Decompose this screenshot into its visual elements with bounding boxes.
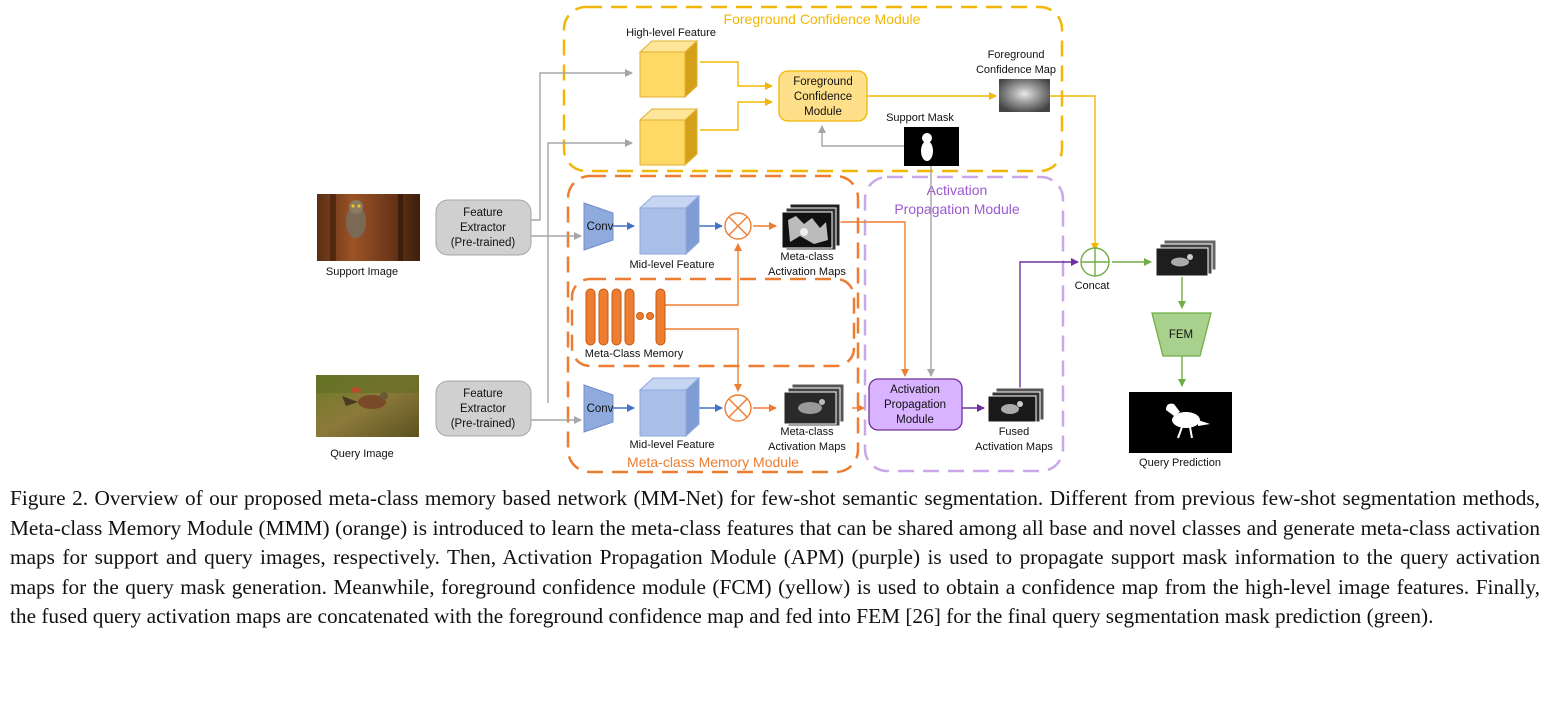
apm-box-line1: Activation (890, 384, 940, 396)
multiply-op-support (724, 212, 752, 240)
fused-maps-line1: Fused (999, 426, 1030, 438)
fcm-box-line2: Confidence (794, 91, 852, 103)
fem-label: FEM (1169, 329, 1193, 341)
green-connectors (1112, 258, 1186, 387)
mid-level-feature-cube-support (638, 194, 701, 256)
conv-support: Conv (583, 202, 614, 251)
mca-query-line1: Meta-class (780, 426, 834, 438)
support-mask-image (904, 127, 959, 166)
feature-extractor-query: Feature Extractor (Pre-trained) (435, 380, 532, 437)
mmm-title: Meta-class Memory Module (627, 454, 799, 470)
fe-query-line3: (Pre-trained) (451, 418, 516, 430)
fem-block: FEM (1151, 312, 1212, 357)
fcm-box-line1: Foreground (793, 76, 852, 88)
meta-class-activation-maps-support (781, 203, 841, 251)
meta-class-memory-slots (585, 288, 666, 346)
mca-support-line2: Activation Maps (768, 266, 846, 278)
apm-box-line3: Module (896, 414, 934, 426)
mid-level-feature-support-label: Mid-level Feature (630, 259, 715, 271)
apm-box: Activation Propagation Module (868, 378, 963, 431)
blue-connectors (613, 222, 723, 412)
query-image (316, 375, 419, 437)
query-prediction-label: Query Prediction (1139, 457, 1221, 469)
high-level-feature-label: High-level Feature (626, 27, 716, 39)
purple-connectors (962, 258, 1079, 412)
conv-query-label: Conv (587, 403, 614, 415)
concat-label: Concat (1075, 280, 1110, 292)
support-mask-label: Support Mask (886, 112, 954, 124)
fcm-box-line3: Module (804, 106, 842, 118)
mmm-region (566, 174, 860, 474)
mca-query-line2: Activation Maps (768, 441, 846, 453)
mid-level-feature-query-label: Mid-level Feature (630, 439, 715, 451)
mca-support-line1: Meta-class (780, 251, 834, 263)
conv-query: Conv (583, 384, 614, 433)
support-image (317, 194, 420, 261)
meta-class-activation-maps-query (783, 383, 845, 427)
meta-class-memory-label: Meta-Class Memory (585, 348, 684, 360)
orange-connectors (665, 221, 909, 412)
support-image-label: Support Image (326, 266, 398, 278)
fused-maps-line2: Activation Maps (975, 441, 1053, 453)
fe-query-line2: Extractor (460, 403, 506, 415)
concat-feature-maps (1155, 239, 1217, 277)
fcm-region (562, 5, 1064, 173)
fcm-title: Foreground Confidence Module (724, 11, 921, 27)
mm-net-diagram: Foreground Confidence Module Activation … (316, 5, 1232, 474)
fused-activation-maps (987, 387, 1045, 423)
fe-query-line1: Feature (463, 388, 503, 400)
apm-region (863, 175, 1065, 473)
fe-support-line1: Feature (463, 207, 503, 219)
high-level-feature-cube-top (638, 39, 699, 99)
apm-box-line2: Propagation (884, 399, 946, 411)
concat-op (1080, 247, 1110, 277)
mid-level-feature-cube-query (638, 376, 701, 438)
gray-connectors (531, 69, 935, 424)
apm-title-line2: Propagation Module (894, 201, 1020, 217)
fe-support-line3: (Pre-trained) (451, 237, 516, 249)
fg-conf-map-line1: Foreground (988, 49, 1045, 61)
multiply-op-query (724, 394, 752, 422)
conv-support-label: Conv (587, 221, 614, 233)
apm-title-line1: Activation (927, 182, 988, 198)
query-image-label: Query Image (330, 448, 394, 460)
fcm-box: Foreground Confidence Module (778, 70, 868, 122)
figure-caption: Figure 2. Overview of our proposed meta-… (10, 486, 1540, 628)
memory-inner-region (570, 277, 856, 368)
fe-support-line2: Extractor (460, 222, 506, 234)
query-prediction-mask (1129, 392, 1232, 453)
high-level-feature-cube-bottom (638, 107, 699, 167)
feature-extractor-support: Feature Extractor (Pre-trained) (435, 199, 532, 256)
fg-conf-map-line2: Confidence Map (976, 64, 1056, 76)
yellow-connectors (700, 61, 1099, 251)
foreground-confidence-map-image (999, 79, 1050, 112)
